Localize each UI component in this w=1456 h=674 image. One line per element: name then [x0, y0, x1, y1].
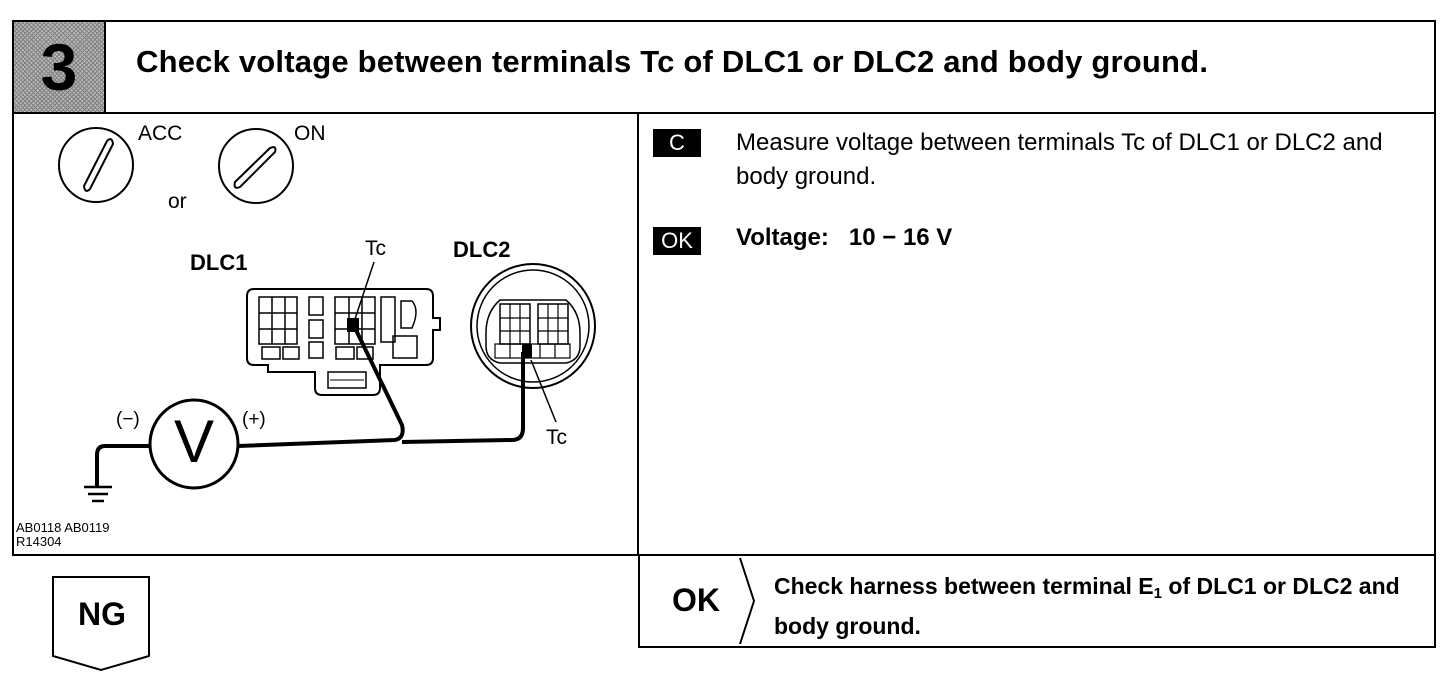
ignition-key-on-icon	[218, 128, 294, 204]
figure-code-1: AB0118 AB0119	[16, 520, 110, 535]
ok-text-after: of DLC1 or DLC2 and body ground.	[774, 573, 1400, 639]
step-number: 3	[40, 30, 78, 104]
header-divider	[12, 112, 1436, 114]
measure-instruction: Measure voltage between terminals Tc of …	[736, 129, 1383, 190]
tc-label-dlc2: Tc	[546, 426, 567, 449]
dlc2-connector-icon	[470, 263, 596, 389]
ok-result-text: Check harness between terminal E1 of DLC…	[774, 570, 1424, 643]
probe-wire-dlc2	[401, 352, 525, 444]
ok-badge: OK	[653, 227, 701, 255]
tc-label-dlc1: Tc	[365, 237, 386, 260]
acc-label: ACC	[138, 122, 183, 145]
ok-text-subscript: 1	[1153, 585, 1162, 602]
ng-result-label: NG	[78, 596, 126, 632]
plus-label: (+)	[242, 409, 266, 430]
minus-label: (−)	[116, 409, 140, 430]
voltmeter-symbol: V	[173, 408, 215, 475]
step-title: Check voltage between terminals Tc of DL…	[136, 44, 1209, 79]
connection-diagram	[58, 127, 596, 503]
check-badge: C	[653, 129, 701, 157]
voltage-spec: Voltage: 10 − 16 V	[736, 224, 953, 251]
figure-code-2: R14304	[16, 534, 62, 549]
figure-codes: AB0118 AB0119 R14304	[16, 521, 110, 549]
probe-wire-dlc1	[237, 329, 405, 448]
ground-symbol-icon	[84, 485, 112, 503]
or-label: or	[168, 190, 187, 213]
dlc2-label: DLC2	[453, 237, 511, 262]
ok-arrow-icon	[739, 557, 756, 645]
ok-text-before: Check harness between terminal E	[774, 573, 1154, 599]
on-label: ON	[294, 122, 326, 145]
ng-result-shape	[52, 576, 150, 672]
ignition-key-acc-icon	[58, 127, 134, 203]
ground-wire	[95, 444, 150, 486]
dlc1-connector-icon	[246, 288, 441, 396]
ok-result-box	[638, 554, 1436, 648]
ok-result-label: OK	[672, 582, 720, 618]
column-divider	[637, 112, 639, 556]
step-frame	[12, 20, 1436, 556]
dlc1-label: DLC1	[190, 250, 248, 275]
step-number-box	[14, 22, 106, 112]
tc-leader-dlc1	[353, 261, 375, 323]
tc-leader-dlc2	[530, 359, 557, 423]
